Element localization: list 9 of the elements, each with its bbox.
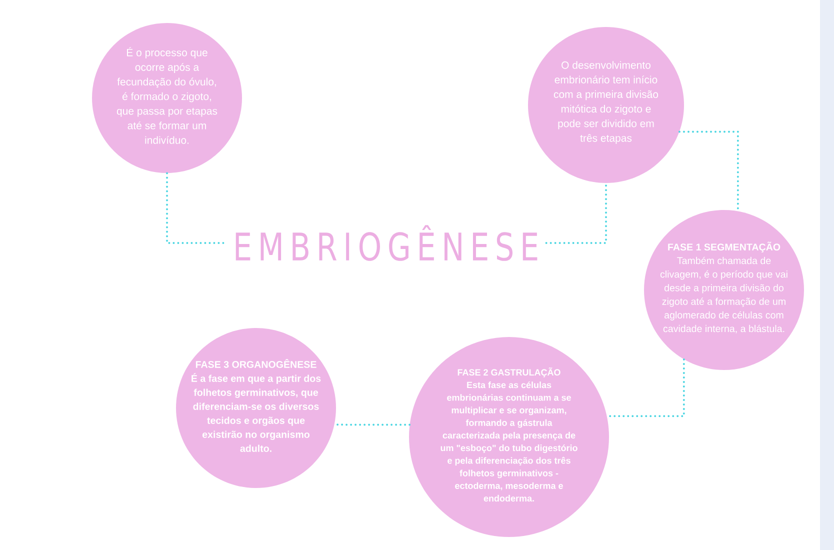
dotted-connector (606, 358, 685, 418)
circle-node: O desenvolvimento embrionário tem início com a primeira divisão mitótica do zigoto e pode ser dividido em três etapas (528, 27, 684, 183)
circle-node: É o processo que ocorre após a fecundação do óvulo, é formado o zigoto, que passa por etapas até se formar um indivíduo. (92, 23, 242, 173)
title-text: EMBRIOGÊNESE (236, 225, 538, 261)
circle-node: FASE 2 GASTRULAÇÃO Esta fase as células embrionárias continuam a se multiplicar e se organizam, formando a gástrula caracterizada pela presença de um "esboço" do tubo digestório e pela diferenciação dos três folhetos germinativos - ectoderma, mesoderma e endoderma. (409, 337, 609, 537)
dotted-connector (166, 172, 227, 244)
circle-node: FASE 3 ORGANOGÊNESE É a fase em que a partir dos folhetos germinativos, que diferenciam-se os diversos tecidos e orgãos que existirão no organismo adulto. (176, 328, 336, 488)
dotted-connector (545, 182, 607, 244)
circle-node: FASE 1 SEGMENTAÇÃO Também chamada de clivagem, é o período que vai desde a primeira divisão do zigoto até a formação de um aglomerado de células com cavidade interna, a blástula. (644, 210, 804, 370)
